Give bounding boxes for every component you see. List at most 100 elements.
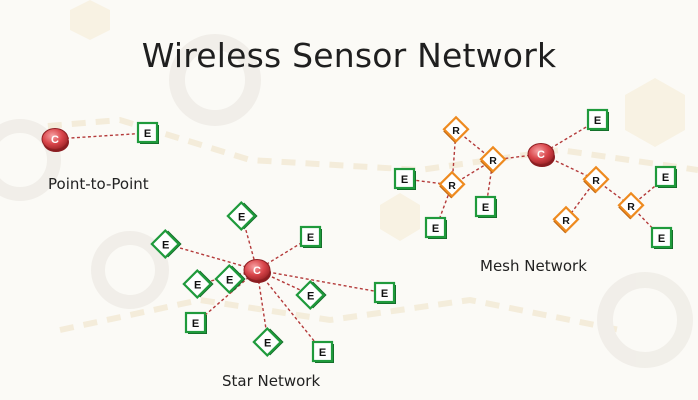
network-link <box>195 269 258 324</box>
diagram-title: Wireless Sensor Network <box>141 36 557 75</box>
end-device-box <box>393 167 416 190</box>
end-device-body: E <box>373 281 396 304</box>
bg-ring <box>0 119 61 201</box>
bg-hexagon <box>625 78 685 147</box>
end-device-box <box>136 121 159 144</box>
router-box <box>582 165 610 193</box>
end-device-node: E <box>373 281 396 304</box>
bg-hexagon <box>70 0 110 40</box>
router-box <box>617 191 645 219</box>
end-device-body: E <box>252 327 284 357</box>
end-device-box <box>311 340 334 363</box>
end-device-body: E <box>184 311 207 334</box>
coordinator-label: C <box>253 265 261 277</box>
end-device-box <box>654 165 677 188</box>
end-device-label: E <box>319 347 326 359</box>
end-device-label: E <box>226 274 233 286</box>
network-link <box>256 269 324 353</box>
coordinator-node: C <box>41 128 69 152</box>
end-device-box <box>373 281 396 304</box>
end-device-label: E <box>662 172 669 184</box>
caption-mesh-network: Mesh Network <box>480 257 587 275</box>
router-node: R <box>442 115 470 144</box>
end-device-label: E <box>432 223 439 235</box>
end-device-node: E <box>586 108 609 131</box>
end-device-node: E <box>654 165 677 188</box>
end-device-node: E <box>650 226 673 249</box>
end-device-box <box>150 229 181 259</box>
end-device-body: E <box>299 225 322 248</box>
end-device-body: E <box>650 226 673 249</box>
router-box <box>552 205 580 233</box>
end-device-body: E <box>214 264 246 294</box>
end-device-node: E <box>311 340 334 363</box>
end-device-label: E <box>144 128 151 140</box>
end-device-box <box>474 195 497 218</box>
router-label: R <box>448 180 456 192</box>
caption-point-to-point: Point-to-Point <box>48 175 149 193</box>
end-device-body: E <box>654 165 677 188</box>
router-box <box>442 115 470 143</box>
router-node: R <box>479 145 507 174</box>
router-node: R <box>552 205 580 234</box>
end-device-node: E <box>182 269 214 299</box>
end-device-box <box>424 216 447 239</box>
end-device-label: E <box>238 211 245 223</box>
end-device-node: E <box>136 121 159 144</box>
end-device-body: E <box>474 195 497 218</box>
end-device-label: E <box>162 239 169 251</box>
end-device-box <box>299 225 322 248</box>
bg-dashed-trace <box>59 296 621 333</box>
coordinator-disc <box>41 128 69 150</box>
end-device-body: E <box>182 269 214 299</box>
router-box <box>438 170 466 198</box>
end-device-label: E <box>194 279 201 291</box>
end-device-node: E <box>226 201 258 231</box>
end-device-node: E <box>184 311 207 334</box>
end-device-node: E <box>299 225 322 248</box>
coordinator-label: C <box>537 149 545 161</box>
end-device-box <box>214 264 245 294</box>
end-device-node: E <box>474 195 497 218</box>
coordinator-disc <box>243 259 271 281</box>
coordinator-label: C <box>51 134 59 146</box>
end-device-body: E <box>586 108 609 131</box>
end-device-node: E <box>252 327 284 357</box>
end-device-box <box>182 269 213 299</box>
end-device-body: E <box>295 280 327 310</box>
network-link <box>54 132 149 140</box>
end-device-box <box>650 226 673 249</box>
bg-dashed-trace <box>0 116 698 174</box>
coordinator-node: C <box>527 143 555 167</box>
end-device-box <box>252 327 283 357</box>
coordinator-disc <box>527 143 555 165</box>
end-device-body: E <box>226 201 258 231</box>
end-device-node: E <box>295 280 327 310</box>
end-device-label: E <box>307 232 314 244</box>
end-device-body: E <box>311 340 334 363</box>
caption-star-network: Star Network <box>222 372 321 390</box>
end-device-label: E <box>658 233 665 245</box>
bg-ring <box>91 231 169 309</box>
bg-ring <box>597 272 693 368</box>
end-device-box <box>184 311 207 334</box>
bg-ring <box>169 34 261 126</box>
end-device-body: E <box>424 216 447 239</box>
end-device-box <box>295 280 326 310</box>
bg-hexagon <box>380 193 420 241</box>
end-device-node: E <box>393 167 416 190</box>
end-device-label: E <box>381 288 388 300</box>
end-device-label: E <box>482 202 489 214</box>
end-device-label: E <box>401 174 408 186</box>
router-node: R <box>438 170 466 199</box>
end-device-box <box>586 108 609 131</box>
end-device-label: E <box>192 318 199 330</box>
end-device-body: E <box>136 121 159 144</box>
router-node: R <box>582 165 610 194</box>
router-label: R <box>592 175 600 187</box>
end-device-body: E <box>393 167 416 190</box>
end-device-label: E <box>264 337 271 349</box>
router-label: R <box>562 215 570 227</box>
router-box <box>479 145 507 173</box>
